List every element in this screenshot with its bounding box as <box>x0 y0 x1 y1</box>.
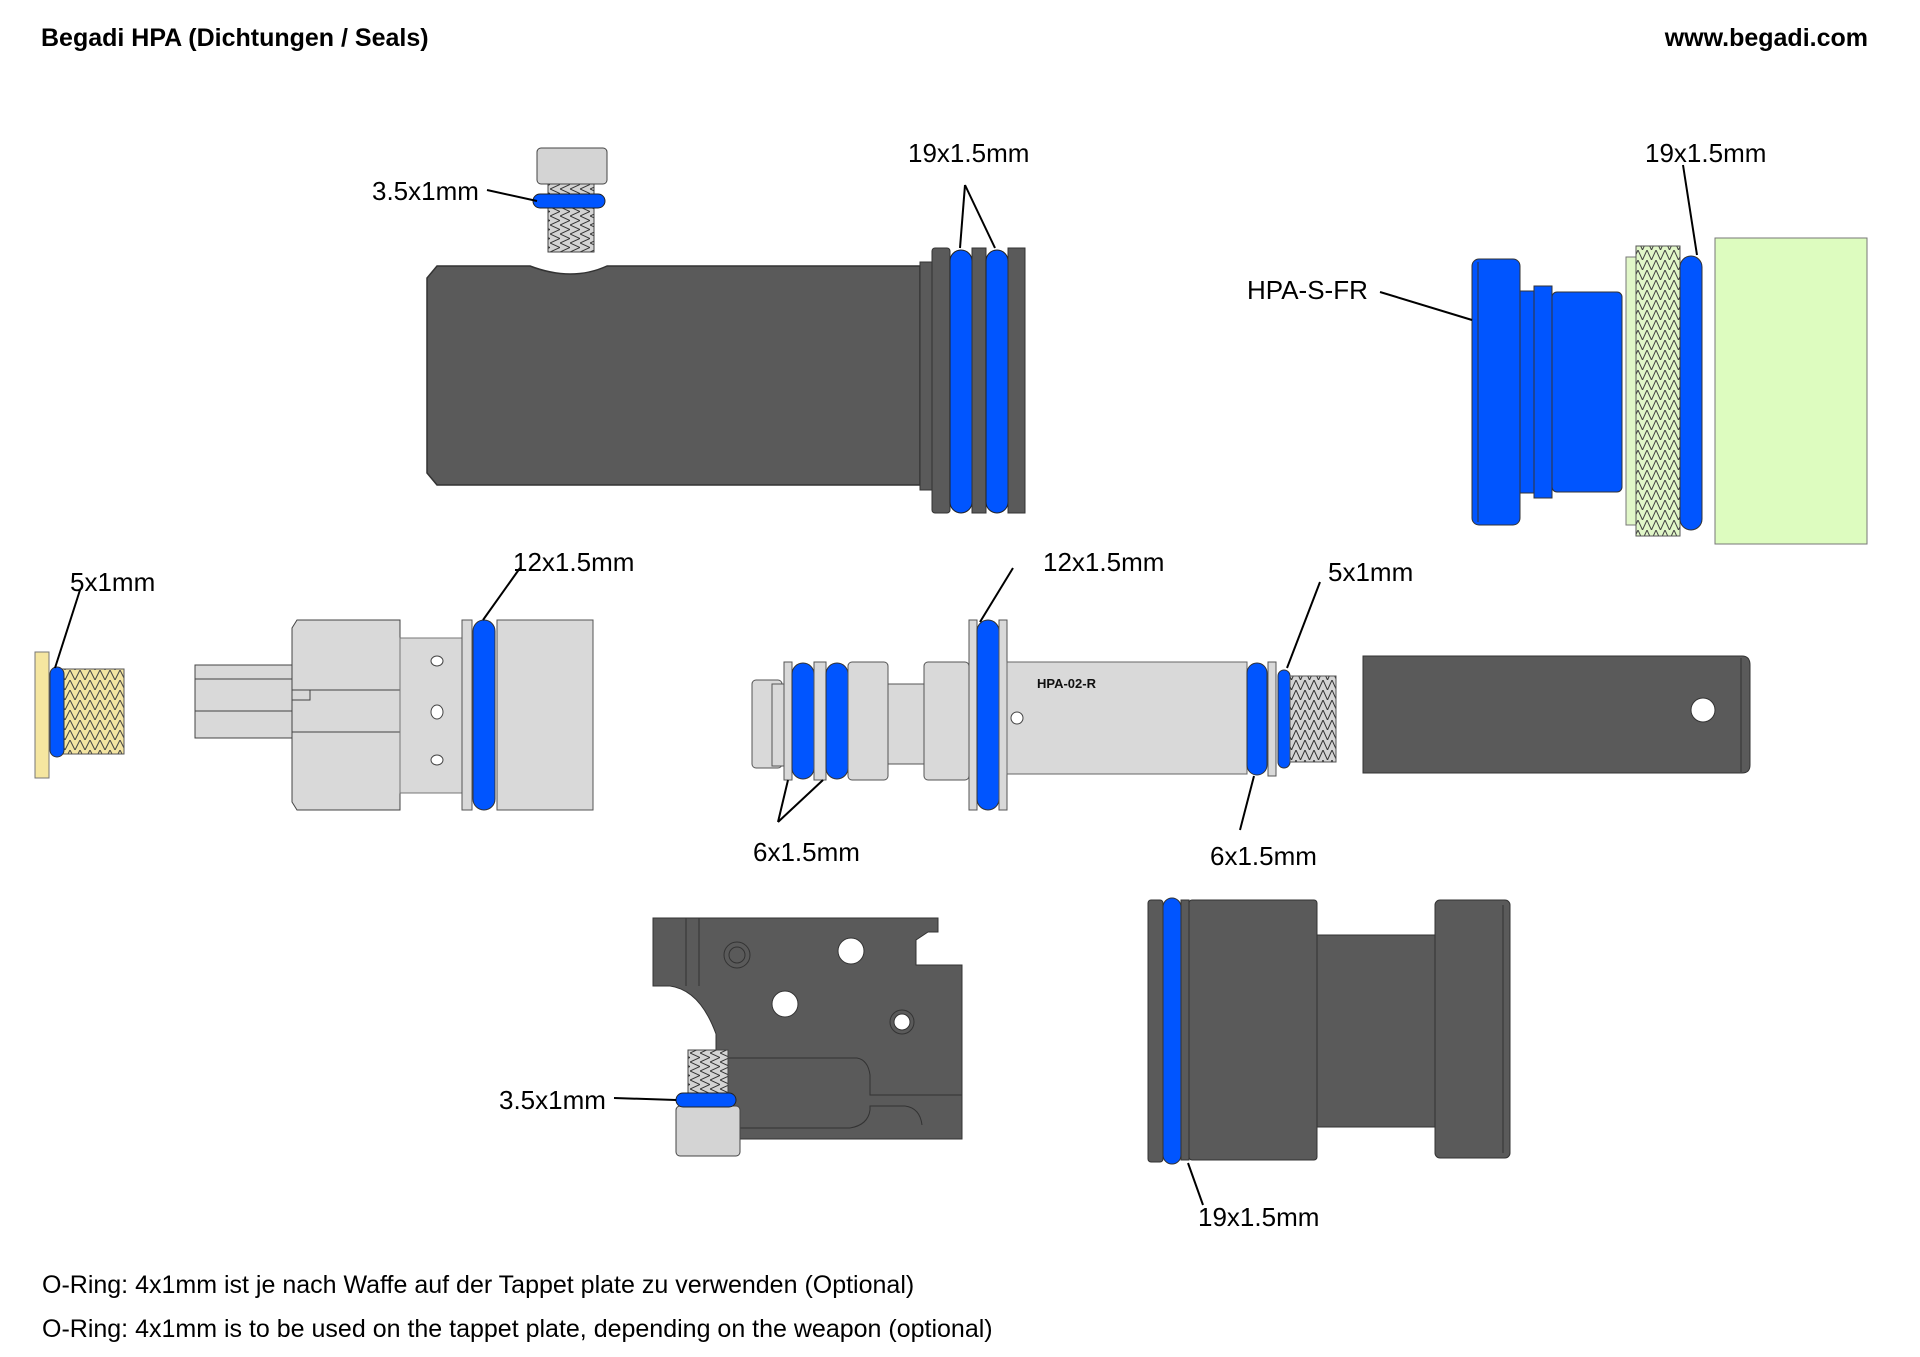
oring-12x1.5-valve <box>472 619 496 811</box>
label-bracket-screw-oring: 3.5x1mm <box>499 1085 606 1115</box>
leader-line <box>964 184 996 249</box>
oring-19x1.5-regulator <box>1679 255 1703 531</box>
leader-line <box>777 779 824 823</box>
label-hpa-s-fr-ring: 19x1.5mm <box>1645 138 1767 168</box>
oring-6x1.5-b <box>825 662 849 780</box>
label-hpa-s-fr-part: HPA-S-FR <box>1247 275 1368 305</box>
tappet-bar-part <box>1362 655 1751 774</box>
leader-line <box>1379 291 1473 321</box>
label-nozzle-screw-oring: 3.5x1mm <box>372 176 479 206</box>
hpa-regulator-green-body <box>1625 237 1868 545</box>
oring-5x1-brass <box>49 666 65 758</box>
page-title: Begadi HPA (Dichtungen / Seals) <box>41 24 429 52</box>
valve-body-part <box>194 619 594 811</box>
label-cylinder-head-ring: 19x1.5mm <box>1198 1202 1320 1232</box>
nozzle-cylinder-part <box>426 247 1026 514</box>
label-valve-body-ring: 12x1.5mm <box>513 547 635 577</box>
bracket-part <box>652 917 963 1140</box>
leader-line <box>979 567 1014 623</box>
leader-line <box>54 589 81 669</box>
oring-6x1.5-rear <box>1246 662 1268 776</box>
label-shaft-thread-oring: 5x1mm <box>1328 557 1414 587</box>
hpa-02-r-shaft: HPA-02-R <box>751 619 1337 811</box>
leader-line <box>1239 775 1255 831</box>
label-shaft-rear-ring: 6x1.5mm <box>1210 841 1317 871</box>
label-nozzle-rings: 19x1.5mm <box>908 138 1030 168</box>
leader-line <box>1682 164 1698 256</box>
label-shaft-front-rings: 6x1.5mm <box>753 837 860 867</box>
leader-line <box>959 184 966 249</box>
website-url[interactable]: www.begadi.com <box>1664 24 1868 52</box>
label-shaft-center-ring: 12x1.5mm <box>1043 547 1165 577</box>
cylinder-head-part <box>1147 897 1511 1165</box>
oring-19x1.5-a <box>949 249 973 514</box>
note-german: O-Ring: 4x1mm ist je nach Waffe auf der … <box>42 1271 915 1299</box>
oring-19x1.5-b <box>985 249 1009 514</box>
leader-line <box>613 1097 677 1101</box>
oring-19x1.5-head <box>1162 897 1182 1165</box>
hpa-s-fr-part <box>1471 258 1623 526</box>
oring-5x1-shaft <box>1277 669 1291 769</box>
leader-line <box>482 567 521 621</box>
leader-line <box>1286 581 1321 669</box>
note-english: O-Ring: 4x1mm is to be used on the tappe… <box>42 1315 993 1343</box>
brass-screw-part <box>34 651 125 779</box>
oring-3.5x1-bracket <box>675 1092 737 1108</box>
oring-12x1.5-shaft <box>976 619 1000 811</box>
oring-3.5x1-screw <box>532 193 606 209</box>
leader-line <box>486 189 538 202</box>
leader-line <box>1187 1162 1204 1206</box>
bracket-screw <box>675 1049 741 1157</box>
shaft-marking-text: HPA-02-R <box>1037 676 1097 691</box>
label-brass-screw-oring: 5x1mm <box>70 567 156 597</box>
oring-6x1.5-a <box>791 662 815 780</box>
nozzle-screw <box>532 147 608 253</box>
leader-line <box>777 779 789 823</box>
